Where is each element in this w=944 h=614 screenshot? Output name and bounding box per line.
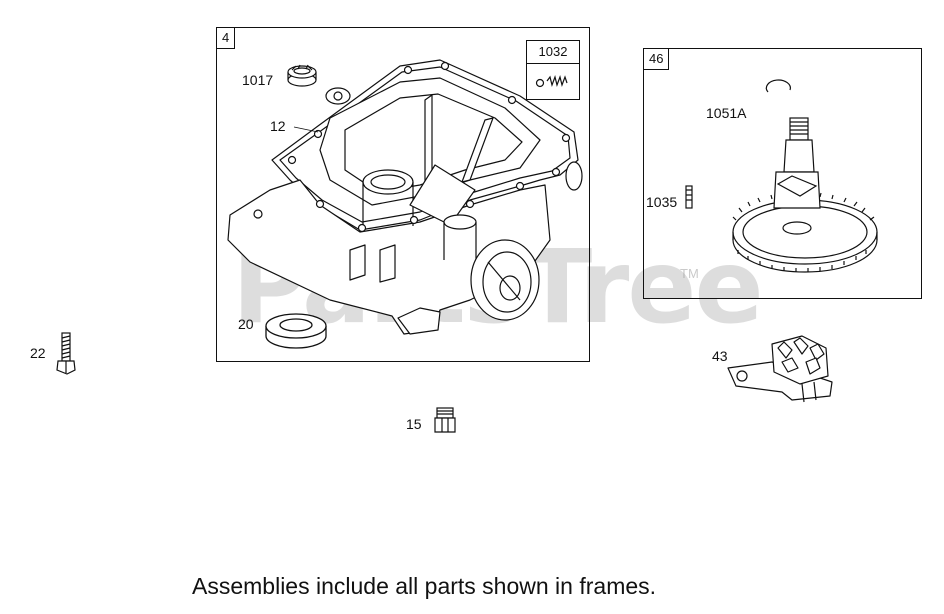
assembly-frame-1032-label: 1032: [527, 41, 579, 64]
assembly-frame-4-label: 4: [217, 28, 236, 49]
part-label-12: 12: [270, 118, 286, 134]
part-label-43: 43: [712, 348, 728, 364]
part-label-1017: 1017: [242, 72, 274, 88]
seal-cap-icon: [287, 64, 317, 87]
assembly-frame-4: 4 1032: [216, 27, 590, 362]
spring-ball-icon: [535, 74, 568, 88]
part-label-1035: 1035: [646, 194, 678, 210]
drain-plug-icon: [434, 407, 456, 433]
bolt-icon: [56, 332, 76, 375]
oil-seal-icon: [265, 313, 327, 349]
trademark-mark: TM: [680, 266, 699, 281]
part-label-20: 20: [238, 316, 254, 332]
assembly-frame-46-label: 46: [644, 49, 670, 70]
part-label-1051a: 1051A: [706, 105, 747, 121]
bracket-assembly-icon: [727, 335, 833, 403]
diagram-caption: Assemblies include all parts shown in fr…: [192, 573, 657, 599]
part-label-15: 15: [406, 416, 422, 432]
assembly-frame-1032: 1032: [526, 40, 580, 100]
part-label-22: 22: [30, 345, 46, 361]
assembly-frame-46: 46: [643, 48, 922, 299]
